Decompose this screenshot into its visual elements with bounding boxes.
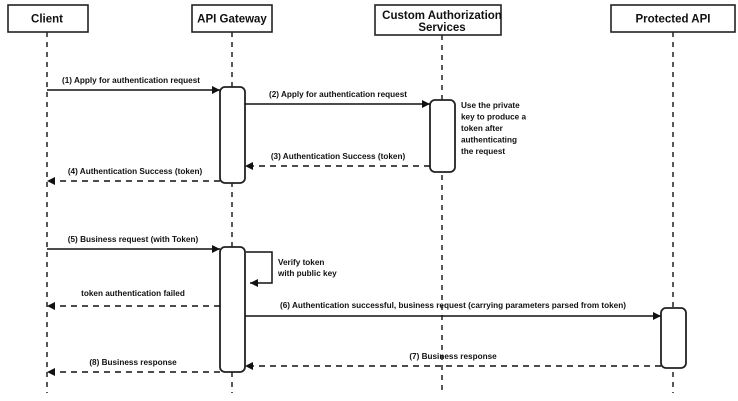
- message-label: (3) Authentication Success (token): [271, 152, 406, 161]
- message-2[interactable]: (2) Apply for authentication request: [245, 90, 430, 108]
- message-8[interactable]: (8) Business response: [47, 358, 220, 376]
- note-line: Use the private: [461, 101, 520, 110]
- message-label: (8) Business response: [89, 358, 177, 367]
- message-label: token authentication failed: [81, 289, 185, 298]
- self-messages-layer: Verify token with public key: [246, 251, 337, 287]
- participant-box-api-gateway[interactable]: [191, 4, 273, 33]
- messages-layer: (1) Apply for authentication request (2) …: [47, 76, 661, 376]
- note-line: authenticating: [461, 136, 517, 145]
- message-token-auth-failed[interactable]: token authentication failed: [47, 289, 220, 310]
- participant-label-api-gateway: API Gateway: [197, 14, 267, 26]
- activation-bar-gw-business[interactable]: [219, 246, 246, 373]
- participant-box-client[interactable]: [7, 4, 89, 33]
- message-1[interactable]: (1) Apply for authentication request: [47, 76, 220, 94]
- arrowhead-icon: [245, 162, 253, 170]
- notes-layer: Use the private key to produce a token aft…: [461, 101, 527, 156]
- message-label: (1) Apply for authentication request: [62, 76, 200, 85]
- arrowhead-icon: [653, 312, 661, 320]
- participant-box-protected-api[interactable]: [610, 4, 736, 33]
- message-7[interactable]: (7) Business response: [245, 352, 661, 370]
- message-3[interactable]: (3) Authentication Success (token): [245, 152, 430, 170]
- message-4[interactable]: (4) Authentication Success (token): [47, 167, 220, 185]
- arrowhead-icon: [47, 368, 55, 376]
- activation-bar-cas-auth[interactable]: [429, 99, 456, 173]
- activation-bar-gw-auth[interactable]: [219, 86, 246, 184]
- lifelines-layer: Client API Gateway Custom AuthorizationSer…: [7, 4, 736, 393]
- message-5[interactable]: (5) Business request (with Token): [47, 235, 220, 253]
- participant-label-custom-authorization-services: Services: [418, 22, 465, 34]
- activation-bar-papi-business[interactable]: [660, 307, 687, 369]
- lifeline-client: Client: [7, 4, 89, 393]
- arrowhead-icon: [47, 302, 55, 310]
- activations-layer: [219, 86, 687, 373]
- arrowhead-icon: [47, 177, 55, 185]
- participant-label-client: Client: [31, 14, 63, 26]
- participant-box-custom-authorization-services[interactable]: [374, 4, 502, 36]
- message-6[interactable]: (6) Authentication successful, business …: [245, 301, 661, 320]
- arrowhead-icon: [212, 245, 220, 253]
- note-line: the request: [461, 147, 505, 156]
- note-line: key to produce a: [461, 113, 527, 122]
- participant-label-protected-api: Protected API: [636, 14, 711, 26]
- arrowhead-icon: [250, 279, 258, 287]
- self-message-path: [246, 251, 273, 284]
- participant-label-custom-authorization-services: Custom Authorization: [382, 10, 502, 22]
- message-label: (7) Business response: [409, 352, 497, 361]
- arrowhead-icon: [422, 100, 430, 108]
- self-message-label: with public key: [277, 269, 337, 278]
- message-label: (6) Authentication successful, business …: [280, 301, 626, 310]
- arrowhead-icon: [212, 86, 220, 94]
- message-label: (2) Apply for authentication request: [269, 90, 407, 99]
- note-line: token after: [461, 124, 504, 133]
- message-label: (4) Authentication Success (token): [68, 167, 203, 176]
- note-private-key-note: Use the private key to produce a token aft…: [461, 101, 527, 156]
- self-message-label: Verify token: [278, 258, 324, 267]
- message-label: (5) Business request (with Token): [68, 235, 199, 244]
- arrowhead-icon: [245, 362, 253, 370]
- self-message-verify-token[interactable]: Verify token with public key: [246, 251, 337, 287]
